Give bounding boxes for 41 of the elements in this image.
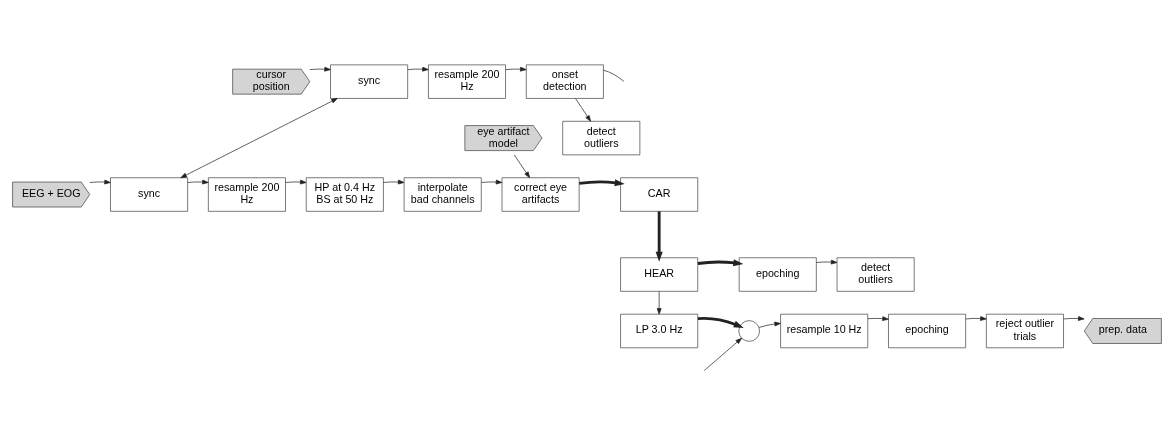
arrow [309,66,331,72]
node-box: epoching [888,313,966,348]
node-circle [738,319,760,342]
node-box: sync [330,64,409,99]
arrow [758,321,781,328]
arrow [656,290,662,315]
node-box: resample 200 Hz [428,64,506,99]
arrow [383,179,405,184]
arrow [655,210,663,262]
arrow [180,97,338,178]
node-box: sync [110,176,188,212]
node-box: HP at 0.4 Hz BS at 50 Hz [305,176,384,212]
node-box: detect outliers [836,256,915,292]
arrow [703,337,742,371]
arrow [579,178,625,186]
arrow [575,97,591,122]
node-box: reject outlier trials [986,313,1064,348]
arrow [407,66,429,72]
arrow [505,66,527,72]
node-box: resample 200 Hz [208,176,286,212]
connector [603,69,625,82]
arrow [965,315,987,321]
node-box: correct eye artifacts [501,176,580,212]
arrow [1063,315,1085,321]
node-box: interpolate bad channels [403,176,482,212]
arrow [816,259,838,264]
node-box: HEAR [620,256,699,292]
arrow [285,179,307,184]
arrow [867,315,889,321]
node-box: detect outliers [562,120,641,155]
arrow [480,179,503,184]
arrow [697,316,744,328]
node-box: epoching [738,256,817,292]
arrow [89,179,111,184]
arrow [514,154,531,178]
arrow [187,179,209,184]
node-box: LP 3.0 Hz [620,313,699,348]
arrow [697,258,744,266]
node-box: resample 10 Hz [780,313,869,348]
node-box: CAR [620,176,699,212]
node-box: onset detection [525,64,604,99]
